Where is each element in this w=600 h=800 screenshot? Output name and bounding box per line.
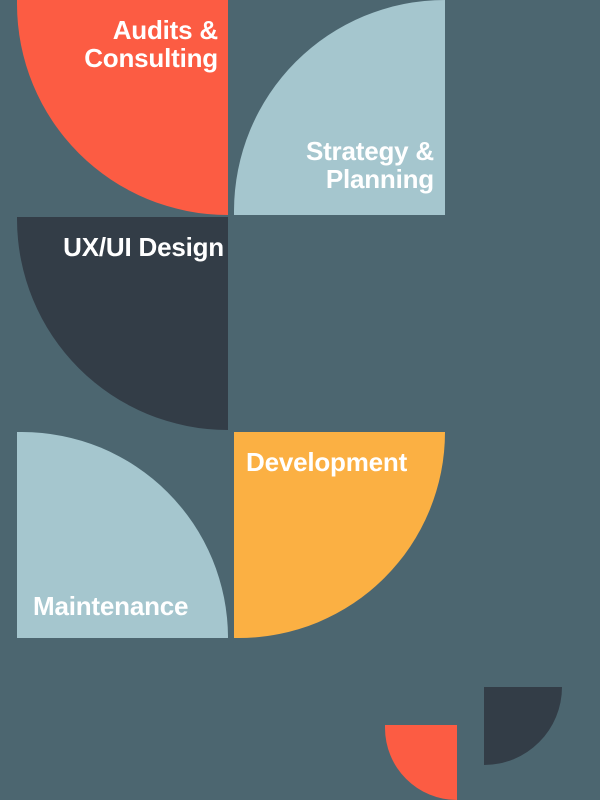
tile-label-ux-ui-design: UX/UI Design	[63, 232, 224, 262]
decorative-quarter-circle-navy	[484, 687, 562, 765]
tile-development[interactable]: Development	[234, 432, 445, 638]
tile-audits-consulting[interactable]: Audits & Consulting	[17, 0, 228, 215]
tile-label-maintenance: Maintenance	[33, 590, 189, 621]
tile-label-development: Development	[246, 447, 408, 477]
tile-strategy-planning[interactable]: Strategy & Planning	[234, 0, 445, 215]
tile-ux-ui-design[interactable]: UX/UI Design	[17, 217, 228, 430]
tile-label-audits-consulting: Audits & Consulting	[84, 15, 218, 74]
tile-label-strategy-planning: Strategy & Planning	[305, 135, 434, 194]
tile-maintenance[interactable]: Maintenance	[17, 432, 228, 638]
decorative-quarter-circle-coral	[385, 725, 457, 800]
